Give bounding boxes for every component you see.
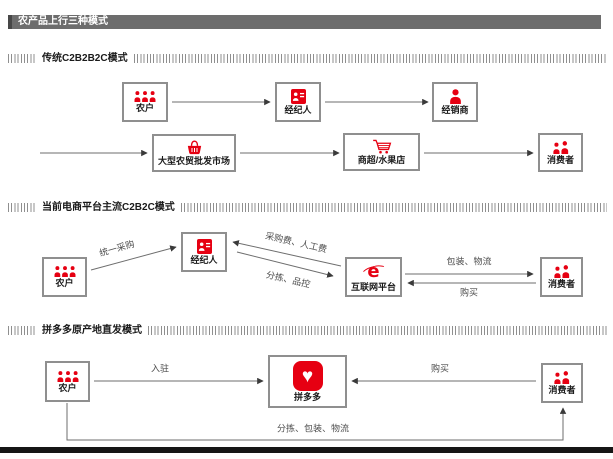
node-consumer-s1: 消费者 — [538, 133, 583, 172]
dealer-icon — [449, 89, 462, 104]
node-label: 消费者 — [548, 385, 576, 395]
edge-label-buy-s2: 购买 — [459, 287, 479, 298]
farmers-icon — [57, 371, 79, 382]
page-title: 农产品上行三种模式 — [18, 16, 108, 27]
node-broker-s2: 经纪人 — [181, 232, 227, 272]
node-label: 农户 — [135, 103, 154, 113]
internet-e-icon: e — [359, 262, 389, 282]
node-label: 经销商 — [441, 105, 469, 115]
consumers-icon — [553, 265, 571, 278]
node-label: 经纪人 — [284, 105, 312, 115]
node-farmer-s2: 农户 — [42, 257, 87, 297]
node-farmer-s1: 农户 — [122, 82, 168, 122]
edge-label-unified-procurement: 统一采购 — [98, 238, 136, 259]
edge-label-sorting-packaging-logistics: 分拣、包装、物流 — [276, 423, 350, 434]
footer-bar — [0, 447, 613, 453]
node-label: 农户 — [55, 278, 74, 288]
section-heading-text: 拼多多原产地直发模式 — [42, 324, 142, 336]
node-consumer-s2: 消费者 — [540, 257, 583, 297]
node-label: 商超/水果店 — [357, 155, 406, 165]
node-consumer-s3: 消费者 — [541, 363, 583, 403]
node-broker-s1: 经纪人 — [275, 82, 321, 122]
consumers-icon — [552, 141, 570, 154]
hatch-decoration — [148, 326, 607, 335]
node-wholesale-market-s1: 大型农贸批发市场 — [152, 134, 236, 172]
section-heading-ecommerce: 当前电商平台主流C2B2C模式 — [8, 201, 607, 214]
hatch-decoration — [180, 203, 607, 212]
title-bar: 农产品上行三种模式 — [8, 15, 601, 29]
node-label: 消费者 — [546, 154, 574, 165]
section-heading-text: 当前电商平台主流C2B2C模式 — [42, 201, 175, 213]
node-label: 农户 — [58, 382, 77, 393]
node-pinduoduo-s3: ♥ 拼多多 — [268, 355, 347, 408]
pinduoduo-icon: ♥ — [292, 361, 323, 391]
edge-label-sorting-qc: 分拣、品控 — [265, 269, 312, 290]
edge-label-buy-s3: 购买 — [430, 363, 450, 374]
edge-farmer-direct-to-consumer — [66, 403, 567, 441]
edge-label-onboard: 入驻 — [150, 363, 170, 374]
section-heading-traditional: 传统C2B2B2C模式 — [8, 52, 607, 65]
node-dealer-s1: 经销商 — [432, 82, 478, 122]
hatch-decoration — [8, 326, 36, 335]
farmers-icon — [54, 266, 76, 277]
node-label: 大型农贸批发市场 — [157, 156, 230, 166]
broker-icon — [197, 239, 212, 254]
broker-icon — [291, 89, 306, 104]
node-label: 互联网平台 — [350, 281, 396, 292]
node-label: 消费者 — [547, 279, 575, 289]
node-label: 拼多多 — [293, 392, 321, 402]
node-label: 经纪人 — [190, 255, 218, 265]
section-heading-pinduoduo: 拼多多原产地直发模式 — [8, 324, 607, 337]
cart-icon — [372, 139, 392, 154]
market-basket-icon — [186, 140, 203, 155]
farmers-icon — [134, 91, 156, 102]
node-farmer-s3: 农户 — [45, 361, 90, 402]
consumers-icon — [553, 371, 571, 384]
node-supermarket-s1: 商超/水果店 — [343, 133, 420, 171]
hatch-decoration — [8, 203, 36, 212]
edge-label-procurement-labor-fees: 采购费、人工费 — [264, 230, 328, 255]
edge-label-packaging-logistics: 包装、物流 — [446, 256, 492, 267]
hatch-decoration — [133, 54, 607, 63]
edge-broker-to-platform-sorting — [236, 251, 334, 278]
node-internet-platform-s2: e 互联网平台 — [345, 257, 402, 297]
hatch-decoration — [8, 54, 36, 63]
section-heading-text: 传统C2B2B2C模式 — [42, 52, 128, 64]
